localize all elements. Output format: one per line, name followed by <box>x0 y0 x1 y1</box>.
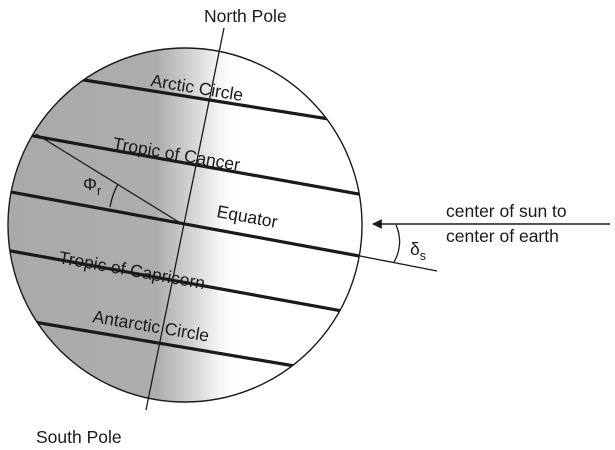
delta-s-label: δs <box>410 239 426 263</box>
phi-r-label: Φr <box>83 174 101 198</box>
tropic-of-cancer-line <box>8 128 362 198</box>
north-pole-label: North Pole <box>204 6 287 26</box>
earth-outline <box>7 47 363 403</box>
latitude-radius-line <box>35 133 183 225</box>
equator-extension-line <box>359 255 438 272</box>
equator-line <box>8 188 362 260</box>
arctic-circle-line <box>39 71 361 126</box>
sun-ray-caption-line1: center of sun to <box>446 201 567 221</box>
tropic-of-capricorn-line <box>8 247 362 318</box>
antarctic-circle-line <box>9 316 331 374</box>
south-pole-label: South Pole <box>36 427 122 447</box>
sun-ray-caption-line2: center of earth <box>446 226 559 246</box>
delta-angle-arc <box>393 224 401 263</box>
earth-axis <box>145 27 225 411</box>
phi-angle-arc <box>109 183 119 208</box>
